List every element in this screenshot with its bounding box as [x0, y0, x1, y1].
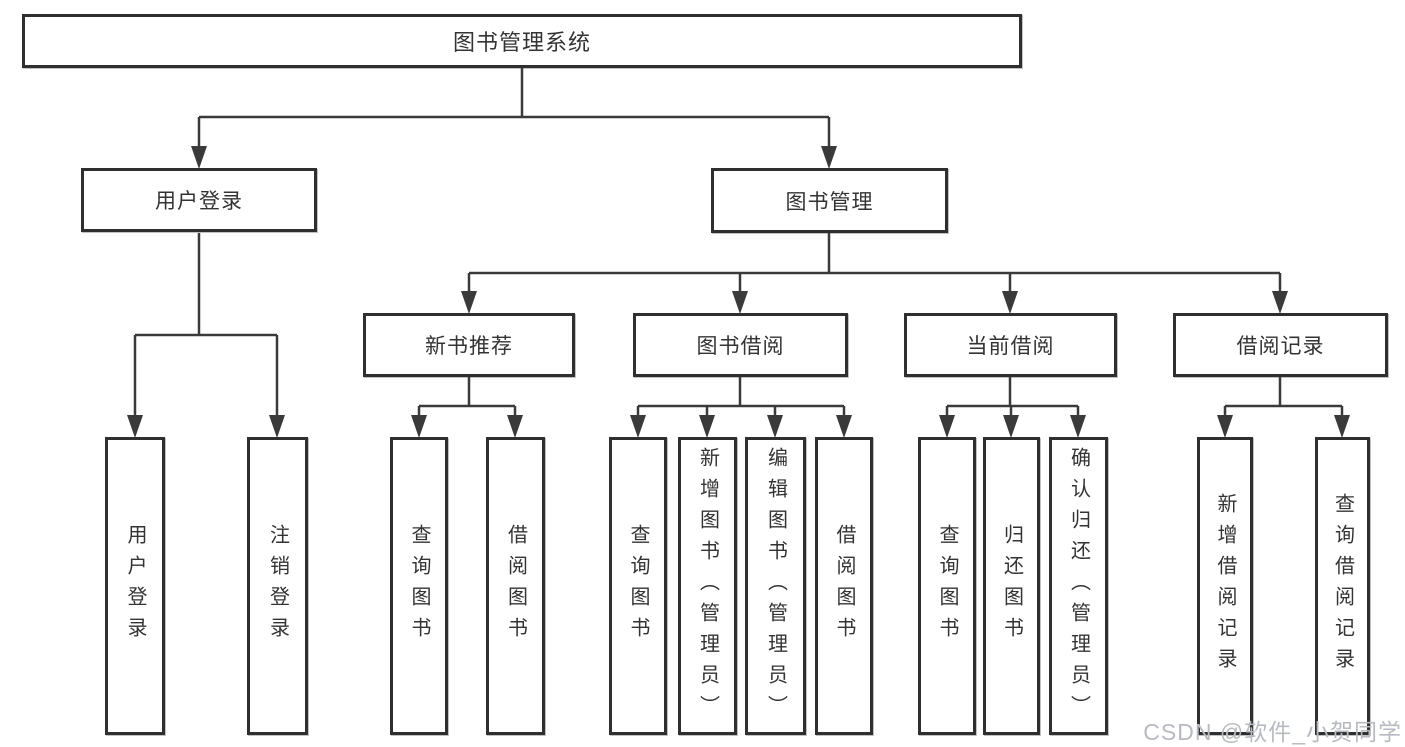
- leaf-add-book-admin-label: 新增图书（管理员）: [696, 446, 719, 726]
- leaf-borrow-books-recommend: 借阅图书: [486, 437, 545, 735]
- leaf-query-borrow-record: 查询借阅记录: [1315, 437, 1370, 735]
- node-current-borrowing: 当前借阅: [904, 313, 1117, 377]
- leaf-borrow-books-label: 借阅图书: [833, 524, 855, 648]
- leaf-query-borrow-record-label: 查询借阅记录: [1331, 493, 1354, 679]
- leaf-query-books-recommend: 查询图书: [390, 437, 448, 735]
- node-book-borrowing: 图书借阅: [633, 313, 848, 377]
- leaf-edit-book-admin: 编辑图书（管理员）: [745, 437, 806, 735]
- leaf-user-login-label: 用户登录: [124, 524, 146, 648]
- leaf-add-book-admin: 新增图书（管理员）: [678, 437, 737, 735]
- leaf-edit-book-admin-label: 编辑图书（管理员）: [764, 446, 787, 726]
- node-book-management: 图书管理: [711, 168, 948, 233]
- csdn-watermark: CSDN @软件_小贺同学: [1143, 719, 1402, 745]
- connector-edges: [133, 68, 1344, 417]
- leaf-user-login: 用户登录: [105, 437, 165, 735]
- leaf-logout: 注销登录: [247, 437, 308, 735]
- leaf-add-borrow-record-label: 新增借阅记录: [1214, 493, 1236, 679]
- leaf-query-books-borrow-label: 查询图书: [627, 524, 649, 648]
- leaf-borrow-books-recommend-label: 借阅图书: [504, 524, 527, 648]
- leaf-return-book: 归还图书: [983, 437, 1040, 735]
- node-system-root: 图书管理系统: [22, 14, 1022, 68]
- node-user-login: 用户登录: [81, 168, 317, 232]
- leaf-confirm-return-admin: 确认归还（管理员）: [1049, 437, 1108, 735]
- leaf-query-books-recommend-label: 查询图书: [408, 524, 430, 648]
- leaf-return-book-label: 归还图书: [1000, 524, 1023, 648]
- leaf-query-books-current: 查询图书: [918, 437, 976, 735]
- node-borrowing-records: 借阅记录: [1173, 313, 1388, 377]
- leaf-borrow-books: 借阅图书: [815, 437, 873, 735]
- leaf-query-books-borrow: 查询图书: [609, 437, 667, 735]
- arrowheads: [127, 146, 1350, 438]
- node-new-book-recommendation: 新书推荐: [363, 313, 575, 377]
- leaf-add-borrow-record: 新增借阅记录: [1197, 437, 1253, 735]
- leaf-confirm-return-admin-label: 确认归还（管理员）: [1067, 446, 1090, 726]
- leaf-query-books-current-label: 查询图书: [936, 524, 958, 648]
- leaf-logout-label: 注销登录: [266, 524, 289, 648]
